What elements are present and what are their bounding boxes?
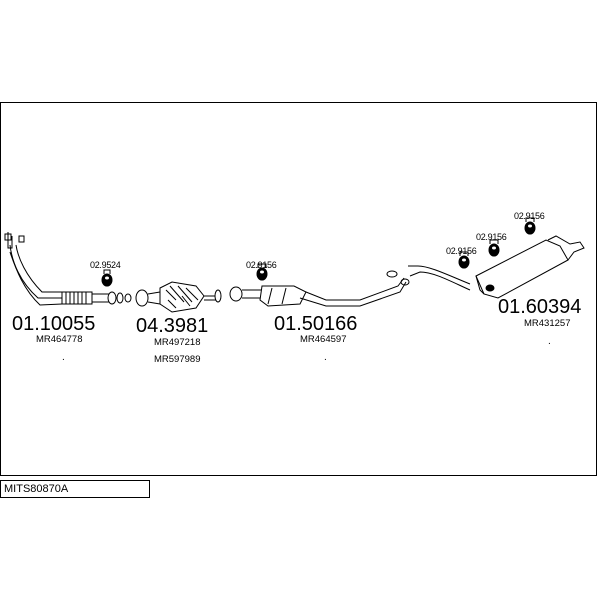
- part-ref-2a: MR497218: [154, 337, 200, 348]
- part-ref-3: MR464597: [300, 334, 346, 345]
- dot-2: .: [324, 352, 327, 363]
- hanger-rubber-1: [101, 269, 113, 287]
- part-ref-4: MR431257: [524, 318, 570, 329]
- front-pipe-part: [4, 232, 124, 306]
- part-number-3: 01.50166: [274, 313, 357, 335]
- dot-1: .: [62, 352, 65, 363]
- hanger-rubber-2: [256, 263, 268, 281]
- dot-3: .: [548, 336, 551, 347]
- hanger-clamp: [485, 284, 495, 292]
- diagram-frame: [0, 102, 597, 476]
- hanger-label-4: 02.9156: [476, 232, 507, 242]
- part-number-1: 01.10055: [12, 313, 95, 335]
- hanger-rubber-4: [488, 239, 500, 257]
- hanger-label-1: 02.9524: [90, 260, 121, 270]
- clamp-ring: [124, 293, 132, 303]
- part-number-4: 01.60394: [498, 296, 581, 318]
- part-ref-1: MR464778: [36, 334, 82, 345]
- hanger-label-5: 02.9156: [514, 211, 545, 221]
- middle-silencer-part: [229, 277, 407, 307]
- diagram-title: MITS80870A: [0, 480, 150, 498]
- part-ref-2b: MR597989: [154, 354, 200, 365]
- rear-silencer-part: [386, 235, 585, 299]
- catalytic-converter-part: [135, 281, 222, 313]
- hanger-rubber-5: [524, 217, 536, 235]
- hanger-label-3: 02.9156: [446, 246, 477, 256]
- hanger-label-2: 02.9156: [246, 260, 277, 270]
- hanger-rubber-3: [458, 251, 470, 269]
- part-number-2: 04.3981: [136, 315, 208, 337]
